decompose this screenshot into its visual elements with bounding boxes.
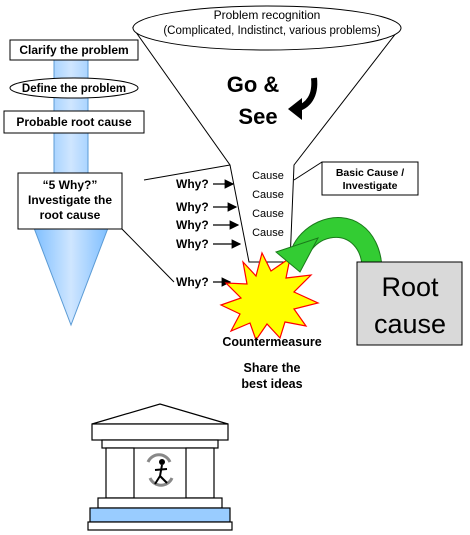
why-5: Why? <box>176 275 209 289</box>
curved-green-arrow-icon <box>274 217 383 273</box>
funnel-title: Problem recognition <box>214 8 321 22</box>
go-see-line-1: Go & <box>227 72 280 97</box>
funnel-top <box>132 5 402 51</box>
five-why-line-2: Investigate the <box>28 193 112 207</box>
connector-basic-cause <box>293 161 323 181</box>
clarify-label: Clarify the problem <box>19 43 128 57</box>
why-2: Why? <box>176 200 209 214</box>
probable-box <box>3 110 145 134</box>
connector-probable <box>143 164 231 181</box>
curved-arrow-icon <box>288 77 318 120</box>
clarify-box <box>9 39 139 61</box>
root-cause-line-2: cause <box>374 309 446 339</box>
cause-4: Cause <box>252 227 284 239</box>
connector-five-why <box>121 228 175 283</box>
define-label: Define the problem <box>22 83 126 95</box>
root-cause-line-1: Root <box>381 272 439 302</box>
cause-2: Cause <box>252 189 284 201</box>
basic-cause-line-1: Basic Cause / <box>336 167 404 179</box>
share-line-1: Share the <box>244 361 301 375</box>
funnel-subtitle: (Complicated, Indistinct, various proble… <box>163 25 380 37</box>
why-4: Why? <box>176 237 209 251</box>
five-why-line-1: “5 Why?” <box>43 178 98 192</box>
cause-3: Cause <box>252 208 284 220</box>
cause-1: Cause <box>252 170 284 182</box>
five-why-box <box>17 172 123 230</box>
recycle-person-icon <box>146 453 174 487</box>
basic-cause-line-2: Investigate <box>343 180 398 192</box>
explosion-star-icon <box>219 251 320 342</box>
root-cause-box <box>356 261 463 346</box>
define-ellipse <box>9 77 139 99</box>
go-see-line-2: See <box>238 104 277 129</box>
building-icon <box>87 403 233 531</box>
share-line-2: best ideas <box>241 377 302 391</box>
why-1: Why? <box>176 177 209 191</box>
why-3: Why? <box>176 218 209 232</box>
probable-label: Probable root cause <box>16 115 132 129</box>
basic-cause-box <box>321 161 419 196</box>
five-why-line-3: root cause <box>40 208 101 222</box>
countermeasure-label: Countermeasure <box>222 335 321 349</box>
